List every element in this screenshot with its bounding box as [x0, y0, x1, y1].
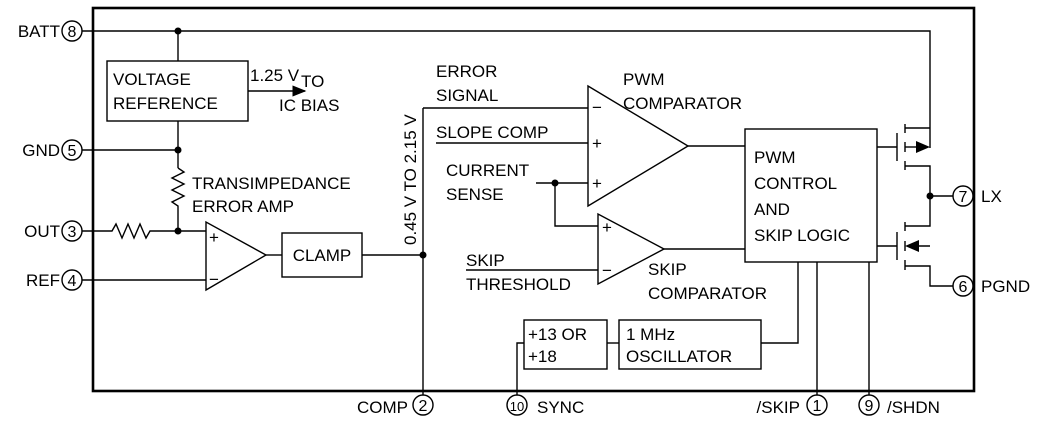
- pwm-comparator-line2: COMPARATOR: [623, 94, 742, 113]
- pwm-comp-minus: −: [592, 98, 602, 117]
- skip-comparator-line1: SKIP: [648, 260, 687, 279]
- skip-comparator: + −: [597, 212, 666, 286]
- clamp-block: [281, 232, 363, 278]
- skip-threshold-line1: SKIP: [466, 251, 505, 270]
- chip-outline: [91, 6, 976, 393]
- skip-comparator-line2: COMPARATOR: [648, 284, 767, 303]
- slope-comp-label: SLOPE COMP: [436, 123, 548, 142]
- pin-ref-number: 4: [68, 273, 77, 290]
- pwm-comparator: − + +: [587, 84, 690, 208]
- error-amp-plus: +: [209, 228, 219, 247]
- pin-comp-number: 2: [419, 398, 428, 415]
- divider-line2: +18: [528, 347, 557, 366]
- transimpedance-line2: ERROR AMP: [192, 197, 294, 216]
- skip-comp-minus: −: [602, 261, 612, 280]
- transimpedance-line1: TRANSIMPEDANCE: [192, 174, 351, 193]
- vref-line1: VOLTAGE: [113, 70, 191, 89]
- low-side-mosfet: [896, 222, 930, 270]
- pin-out-number: 3: [68, 224, 77, 241]
- transimpedance-resistor: [170, 167, 186, 231]
- to-label: TO: [301, 72, 324, 91]
- pin-skip-number: 1: [813, 398, 822, 415]
- pin-batt-number: 8: [68, 24, 77, 41]
- oscillator-to-logic-wire: [761, 262, 799, 344]
- batt-junction-dot: [174, 27, 182, 35]
- current-sense-to-skip-wire: [554, 183, 598, 227]
- pwm-comp-plus-1: +: [592, 134, 602, 153]
- pin-sync-label: SYNC: [537, 398, 584, 417]
- transimpedance-error-amp: + −: [205, 220, 268, 292]
- pwm-comp-plus-2: +: [592, 174, 602, 193]
- oscillator-block: [618, 319, 762, 370]
- error-signal-line1: ERROR: [436, 62, 497, 81]
- logic-line2: CONTROL: [754, 174, 837, 193]
- oscillator-line1: 1 MHz: [626, 325, 675, 344]
- out-input-resistor: [82, 222, 206, 240]
- high-side-mosfet: [896, 124, 930, 170]
- skip-threshold-line2: THRESHOLD: [466, 275, 571, 294]
- pin-lx-number: 7: [959, 189, 968, 206]
- pin-comp-label: COMP: [357, 398, 408, 417]
- pin-gnd-number: 5: [68, 143, 77, 160]
- divider-line1: +13 OR: [528, 325, 587, 344]
- divider-block: [523, 319, 608, 370]
- oscillator-line2: OSCILLATOR: [626, 347, 732, 366]
- vref-voltage-label: 1.25 V: [250, 66, 300, 85]
- voltage-range-label: 0.45 V TO 2.15 V: [401, 114, 420, 245]
- pin-pgnd-label: PGND: [981, 277, 1030, 296]
- pwm-control-logic-block: [744, 128, 878, 263]
- pin-gnd-label: GND: [22, 141, 60, 160]
- error-signal-line2: SIGNAL: [436, 86, 498, 105]
- out-junction-dot: [174, 227, 182, 235]
- clamp-label: CLAMP: [293, 246, 352, 265]
- pin-lx-label: LX: [981, 187, 1002, 206]
- current-sense-line1: CURRENT: [446, 161, 529, 180]
- pin-sync-number: 10: [510, 399, 524, 414]
- skip-comp-plus: +: [602, 218, 612, 237]
- current-sense-line2: SENSE: [446, 185, 504, 204]
- comp-junction-dot: [419, 251, 427, 259]
- error-amp-minus: −: [209, 270, 219, 289]
- batt-rail-wire: [82, 30, 931, 148]
- pin-out-label: OUT: [24, 222, 60, 241]
- pin-batt-label: BATT: [18, 22, 60, 41]
- pin-ref-label: REF: [26, 271, 60, 290]
- pin-skip-label: /SKIP: [757, 398, 800, 417]
- sync-wire: [516, 342, 524, 395]
- lx-junction-dot: [926, 192, 934, 200]
- voltage-reference-block: [106, 60, 249, 122]
- pin-shdn-label: /SHDN: [887, 398, 940, 417]
- pin-shdn-number: 9: [865, 398, 874, 415]
- current-sense-junction-dot: [551, 179, 559, 187]
- pgnd-wire: [913, 265, 953, 287]
- logic-line3: AND: [754, 200, 790, 219]
- gnd-junction-dot: [174, 146, 182, 154]
- pwm-comparator-line1: PWM: [623, 70, 665, 89]
- logic-line1: PWM: [754, 148, 796, 167]
- logic-line4: SKIP LOGIC: [754, 226, 850, 245]
- ic-bias-label: IC BIAS: [279, 96, 339, 115]
- vref-line2: REFERENCE: [113, 94, 218, 113]
- pin-pgnd-number: 6: [959, 279, 968, 296]
